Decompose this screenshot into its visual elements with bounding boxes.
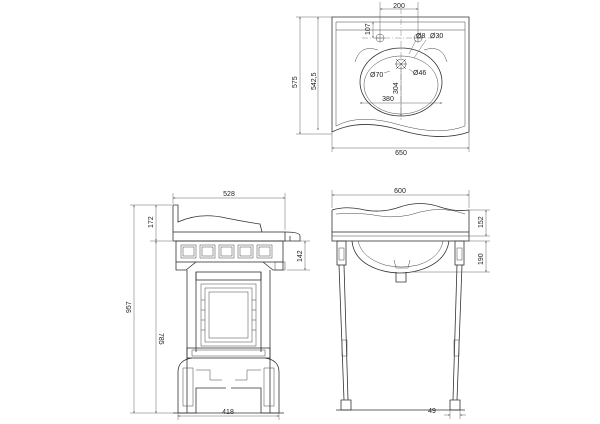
dim-leg-width: 49 — [428, 408, 436, 415]
dim-side-apron: 142 — [297, 250, 304, 262]
dim-overflow-hole: Ø46 — [413, 70, 426, 77]
bowl-bevel — [354, 48, 379, 63]
dim-side-top-depth: 528 — [223, 191, 235, 198]
top-view-outline — [331, 16, 470, 137]
dim-waste-hole: Ø70 — [370, 72, 383, 79]
top-view-inner-edge — [335, 21, 466, 131]
side-view: 528 172 142 957 785 418 — [126, 191, 310, 420]
dim-top-depth: 575 — [292, 76, 299, 88]
dim-front-width: 600 — [394, 188, 406, 195]
dim-top-width: 650 — [395, 150, 407, 157]
dim-total-height: 957 — [126, 301, 133, 313]
front-top-slab — [331, 231, 470, 242]
dim-tap-offset: 200 — [393, 3, 405, 10]
front-basin-apron — [351, 240, 450, 274]
dim-side-splashback: 172 — [148, 216, 155, 228]
dim-basin-height: 785 — [157, 333, 164, 345]
top-view: 200 107 Ø8 Ø30 Ø70 Ø46 304 380 650 575 5… — [292, 2, 469, 157]
dim-tap-hole-outer: Ø30 — [430, 33, 443, 40]
dim-tap-setback: 107 — [365, 23, 372, 35]
side-apron — [175, 240, 284, 263]
side-top-slab — [172, 231, 286, 242]
dim-front-splashback: 152 — [478, 216, 485, 228]
dim-tap-hole: Ø8 — [416, 33, 425, 40]
front-view: 600 152 190 49 — [332, 188, 490, 419]
side-stand-frame — [186, 270, 271, 413]
side-base-feet — [177, 357, 280, 414]
dim-bowl-width: 380 — [382, 96, 394, 103]
dim-top-depth-inner: 542,5 — [311, 72, 318, 90]
side-splashback — [172, 204, 263, 233]
dim-basin-drop: 190 — [478, 253, 485, 265]
dim-stand-width: 418 — [222, 409, 234, 416]
front-splashback — [331, 203, 470, 232]
dim-bowl-depth: 304 — [393, 82, 400, 94]
front-legs — [338, 264, 463, 401]
